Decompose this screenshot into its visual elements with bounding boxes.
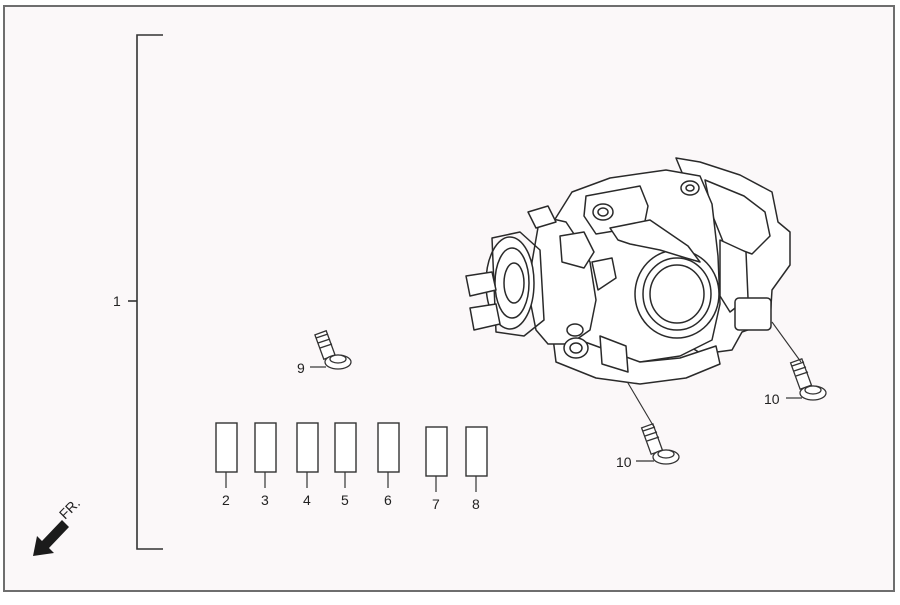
seal-8 bbox=[465, 426, 488, 477]
bolt-10-left bbox=[640, 422, 680, 465]
callout-10-right: 10 bbox=[764, 391, 780, 407]
callout-7: 7 bbox=[432, 496, 440, 512]
callout-3: 3 bbox=[261, 492, 269, 508]
callout-10-left: 10 bbox=[616, 454, 632, 470]
seal-5 bbox=[334, 422, 357, 473]
callout-9: 9 bbox=[297, 360, 305, 376]
seal-3 bbox=[254, 422, 277, 473]
screw-9 bbox=[314, 329, 352, 370]
bolt-10-right bbox=[789, 357, 827, 401]
throttle-body-assembly bbox=[465, 157, 791, 385]
seal-4 bbox=[296, 422, 319, 473]
callout-5: 5 bbox=[341, 492, 349, 508]
seal-6 bbox=[377, 422, 400, 473]
callout-4: 4 bbox=[303, 492, 311, 508]
seal-parts bbox=[215, 422, 488, 477]
callout-6: 6 bbox=[384, 492, 392, 508]
seal-7 bbox=[425, 426, 448, 477]
callout-2: 2 bbox=[222, 492, 230, 508]
callout-1: 1 bbox=[113, 293, 121, 309]
seal-2 bbox=[215, 422, 238, 473]
callout-8: 8 bbox=[472, 496, 480, 512]
front-arrow-icon bbox=[33, 520, 69, 556]
assembly-bracket bbox=[128, 34, 163, 550]
